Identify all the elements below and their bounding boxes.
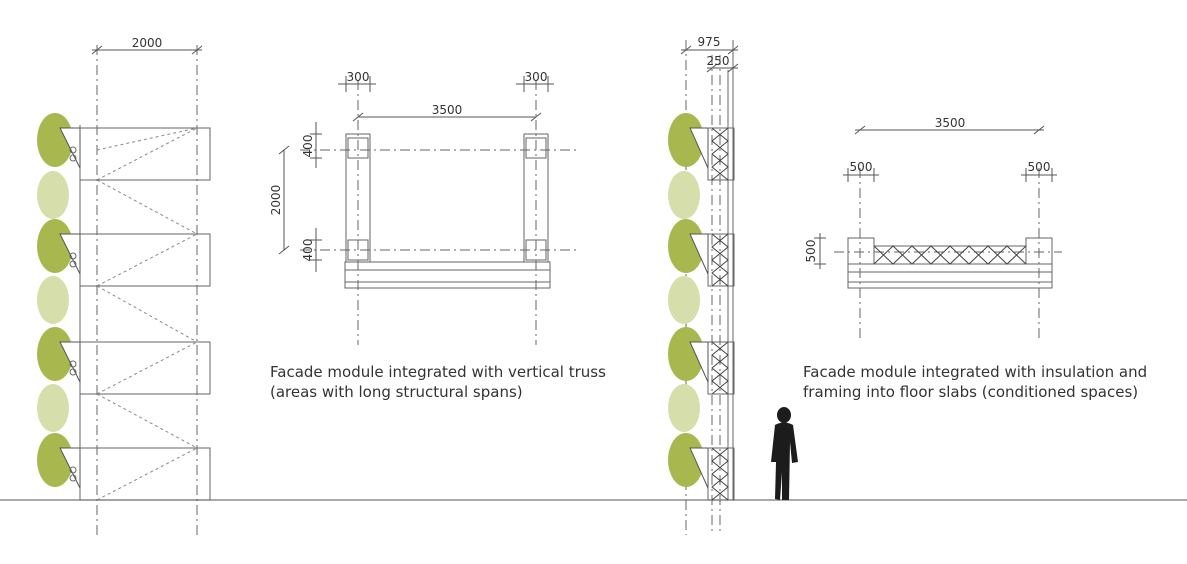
slab-caption-line2: framing into floor slabs (conditioned sp… <box>803 383 1139 401</box>
right-facade-dimensions <box>680 45 739 73</box>
slab-caption: Facade module integrated with insulation… <box>803 362 1147 402</box>
right-facade-total-label: 975 <box>698 35 721 49</box>
slab-caption-line1: Facade module integrated with insulation… <box>803 363 1148 381</box>
truss-top-depth-label: 400 <box>301 135 315 158</box>
truss-module <box>300 80 580 345</box>
slab-dimensions <box>814 125 1057 269</box>
person-silhouette <box>771 407 798 500</box>
truss-dimensions <box>278 76 554 272</box>
truss-bottom-depth-label: 400 <box>301 239 315 262</box>
truss-span-label: 3500 <box>432 103 463 117</box>
right-facade-planters <box>668 113 709 489</box>
truss-caption-line1: Facade module integrated with vertical t… <box>270 363 606 381</box>
right-facade-inner-label: 250 <box>707 54 730 68</box>
left-facade-width-dimension <box>91 45 203 55</box>
slab-left-label: 500 <box>850 160 873 174</box>
left-facade-width-label: 2000 <box>132 36 163 50</box>
truss-caption: Facade module integrated with vertical t… <box>270 362 606 402</box>
truss-height-label: 2000 <box>269 185 283 216</box>
slab-span-label: 3500 <box>935 116 966 130</box>
truss-caption-line2: (areas with long structural spans) <box>270 383 523 401</box>
slab-module <box>834 168 1062 338</box>
slab-depth-label: 500 <box>804 240 818 263</box>
slab-right-label: 500 <box>1028 160 1051 174</box>
left-facade-planters <box>37 113 81 489</box>
truss-col-right-label: 300 <box>525 70 548 84</box>
left-facade-elevation <box>79 45 211 535</box>
truss-col-left-label: 300 <box>347 70 370 84</box>
